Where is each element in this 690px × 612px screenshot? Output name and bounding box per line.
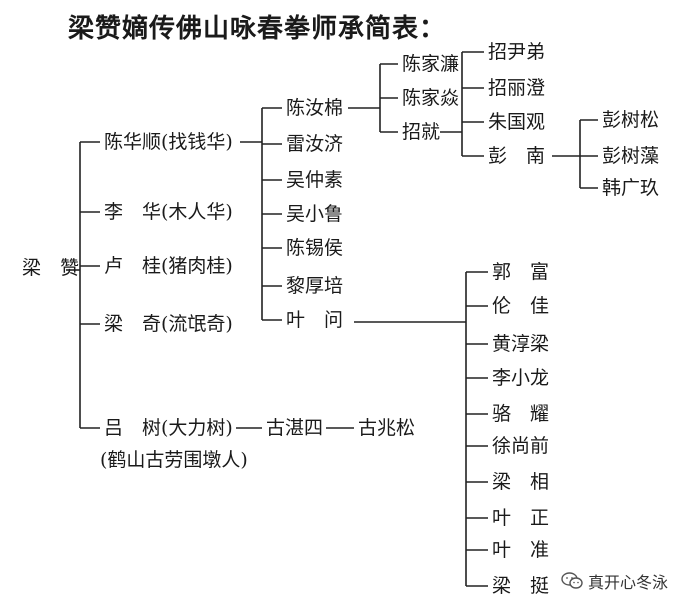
gen2-wu-zhongsu: 吴仲素	[286, 169, 344, 191]
root-liang-zan: 梁 赞	[22, 257, 80, 279]
gen1-lu-gui: 卢 桂(猪肉桂)	[104, 255, 233, 277]
gen2-chen-xihou: 陈锡侯	[286, 237, 344, 259]
gen3-chen-jialian: 陈家濂	[402, 53, 460, 75]
page-title: 梁赞嫡传佛山咏春拳师承简表：	[68, 14, 447, 44]
gen2-chen-rumian: 陈汝棉	[286, 97, 344, 119]
ye-wen-student: 郭 富	[492, 261, 550, 283]
gen4-peng-nan: 彭 南	[488, 145, 546, 167]
gen4-zhao-yindi: 招尹弟	[488, 41, 546, 63]
gen5-peng-shusong: 彭树松	[602, 109, 660, 131]
watermark-text: 真开心冬泳	[588, 573, 669, 592]
ye-wen-student: 梁 挺	[492, 575, 550, 597]
gen5-peng-shuzao: 彭树藻	[602, 145, 660, 167]
ye-wen-student: 伦 佳	[492, 295, 550, 317]
gen2-wu-xiaolu: 吴小鲁	[286, 203, 344, 225]
watermark: 真开心冬泳	[560, 568, 669, 594]
gen1-lu-shu-note: (鹤山古劳围墩人)	[100, 449, 248, 471]
gen3-gu-zhaosong: 古兆松	[358, 417, 416, 439]
gen5-han-guangjiu: 韩广玖	[602, 177, 660, 199]
gen1-li-hua: 李 华(木人华)	[104, 201, 233, 223]
gen3-zhao-jiu: 招就	[402, 121, 441, 143]
chat-bubble-icon	[561, 572, 583, 589]
gen4-zhao-lideng: 招丽澄	[488, 77, 546, 99]
gen3-chen-jiayan: 陈家焱	[402, 87, 460, 109]
ye-wen-student: 叶 正	[492, 507, 550, 529]
gen4-zhu-guoguan: 朱国观	[488, 111, 546, 133]
ye-wen-student: 骆 耀	[492, 403, 550, 425]
gen2-lei-ruji: 雷汝济	[286, 133, 344, 155]
gen2-gu-zhansi: 古湛四	[266, 417, 324, 439]
gen1-chen-huashun: 陈华顺(找钱华)	[104, 131, 233, 153]
ye-wen-student: 梁 相	[492, 471, 550, 493]
gen2-ye-wen: 叶 问	[286, 309, 344, 331]
ye-wen-student: 叶 准	[492, 539, 550, 561]
gen1-liang-qi: 梁 奇(流氓奇)	[104, 313, 233, 335]
gen1-lu-shu: 吕 树(大力树)	[104, 417, 233, 439]
ye-wen-student: 黄淳梁	[492, 333, 550, 355]
ye-wen-student: 徐尚前	[492, 435, 550, 457]
ye-wen-student: 李小龙	[492, 367, 550, 389]
gen2-li-houpei: 黎厚培	[286, 275, 344, 297]
